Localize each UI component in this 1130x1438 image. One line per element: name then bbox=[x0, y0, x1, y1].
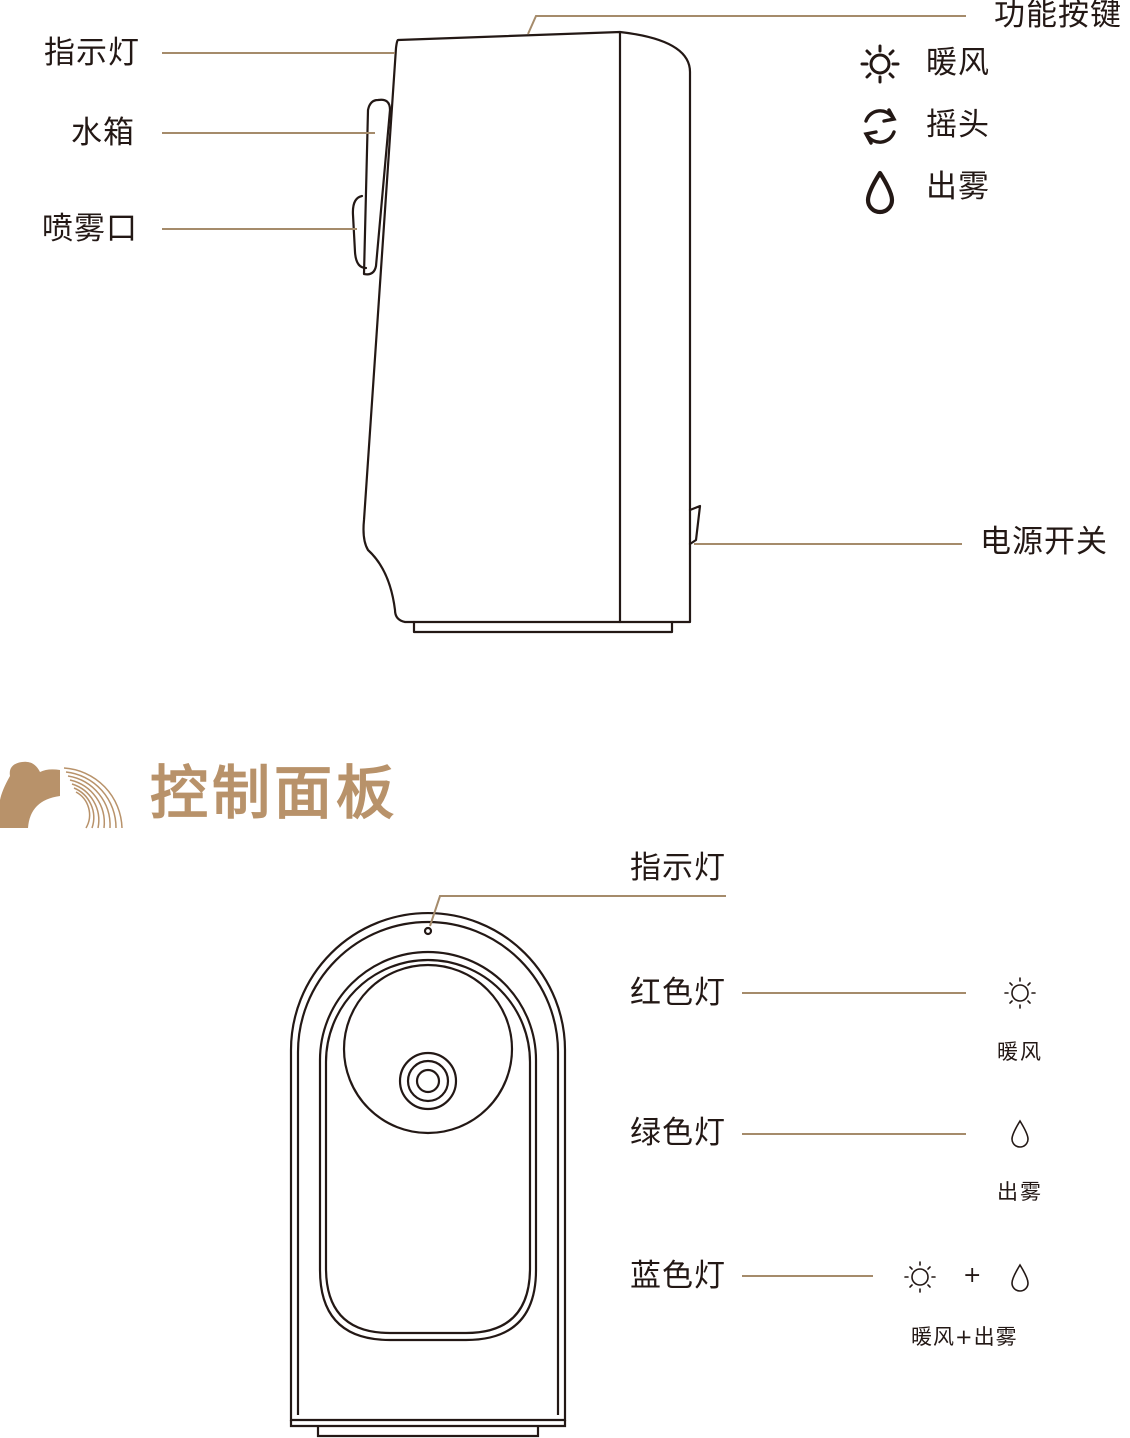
mode-caption-red: 暖风 bbox=[997, 1040, 1043, 1064]
key-icon-sun bbox=[860, 44, 900, 84]
light-label-red: 红色灯 bbox=[630, 975, 726, 1011]
key-label-warm-air: 暖风 bbox=[926, 45, 990, 81]
device-side-body bbox=[362, 30, 692, 624]
panel-label-indicator: 指示灯 bbox=[630, 850, 726, 886]
blue-drop-icon bbox=[1011, 1263, 1029, 1292]
label-nozzle: 喷雾口 bbox=[42, 211, 138, 247]
nozzle-shape bbox=[351, 194, 368, 270]
section-title: 控制面板 bbox=[150, 759, 399, 827]
light-label-green: 绿色灯 bbox=[630, 1115, 726, 1151]
device-front-outer bbox=[289, 911, 567, 1422]
leader-function-keys bbox=[527, 15, 966, 35]
mode-caption-blue: 暖风+出雾 bbox=[911, 1325, 1018, 1349]
red-sun-icon bbox=[1004, 977, 1036, 1009]
label-power-switch: 电源开关 bbox=[980, 524, 1108, 560]
water-tank-shape bbox=[362, 98, 392, 276]
label-water-tank: 水箱 bbox=[71, 115, 135, 151]
leader-panel-indicator bbox=[429, 895, 726, 927]
device-front-inner bbox=[296, 920, 560, 1415]
label-indicator: 指示灯 bbox=[44, 35, 140, 71]
nozzle-ring-inner bbox=[415, 1068, 441, 1094]
green-drop-icon bbox=[1011, 1119, 1029, 1148]
key-label-mist: 出雾 bbox=[926, 169, 990, 205]
key-icon-rotate bbox=[863, 108, 897, 145]
device-side-base bbox=[412, 620, 674, 634]
nozzle-ring-outer bbox=[398, 1051, 458, 1111]
section-logo bbox=[0, 761, 123, 829]
light-label-blue: 蓝色灯 bbox=[630, 1258, 726, 1294]
key-label-oscillate: 摇头 bbox=[926, 107, 990, 143]
key-icon-drop bbox=[865, 170, 895, 215]
power-switch-shape bbox=[688, 504, 702, 546]
blue-sun-icon bbox=[904, 1261, 936, 1293]
mode-caption-green: 出雾 bbox=[997, 1180, 1043, 1204]
label-function-keys: 功能按键 bbox=[994, 0, 1122, 33]
device-front-panel bbox=[318, 950, 538, 1342]
indicator-dot bbox=[423, 926, 433, 936]
nozzle-ring-mid bbox=[406, 1059, 450, 1103]
device-front-base bbox=[289, 1420, 567, 1438]
plus-sign: + bbox=[963, 1263, 984, 1288]
device-front-panel-inner bbox=[324, 958, 532, 1335]
device-front-window bbox=[342, 963, 514, 1135]
